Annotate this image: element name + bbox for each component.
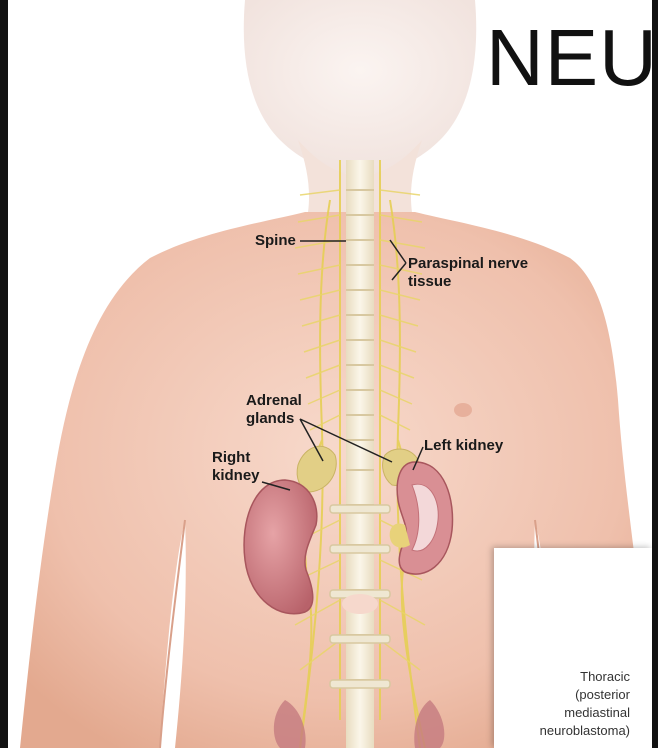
- label-spine: Spine: [255, 232, 296, 250]
- bladder-hint: [342, 594, 378, 614]
- inset-line4: neuroblastoma): [500, 722, 630, 740]
- head: [244, 0, 476, 176]
- slide-title: NEU: [486, 18, 658, 98]
- label-right-kidney-line2: kidney: [212, 467, 260, 485]
- label-paraspinal-nerve-tissue: Paraspinal nerve tissue: [408, 255, 528, 291]
- inset-line1: Thoracic: [500, 668, 630, 686]
- inset-line2: (posterior: [500, 686, 630, 704]
- label-paraspinal-line2: tissue: [408, 273, 528, 291]
- spine: [346, 160, 374, 748]
- label-adrenal-line2: glands: [246, 410, 302, 428]
- label-adrenal-glands: Adrenal glands: [246, 392, 302, 428]
- label-left-kidney: Left kidney: [424, 437, 503, 455]
- label-right-kidney-line1: Right: [212, 449, 260, 467]
- nipple: [454, 403, 472, 417]
- label-adrenal-line1: Adrenal: [246, 392, 302, 410]
- right-frame-border: [652, 0, 658, 748]
- inset-panel: Thoracic (posterior mediastinal neurobla…: [494, 548, 652, 748]
- label-paraspinal-line1: Paraspinal nerve: [408, 255, 528, 273]
- label-right-kidney: Right kidney: [212, 449, 260, 485]
- inset-line3: mediastinal: [500, 704, 630, 722]
- left-frame-border: [0, 0, 8, 748]
- inset-caption: Thoracic (posterior mediastinal neurobla…: [500, 668, 630, 740]
